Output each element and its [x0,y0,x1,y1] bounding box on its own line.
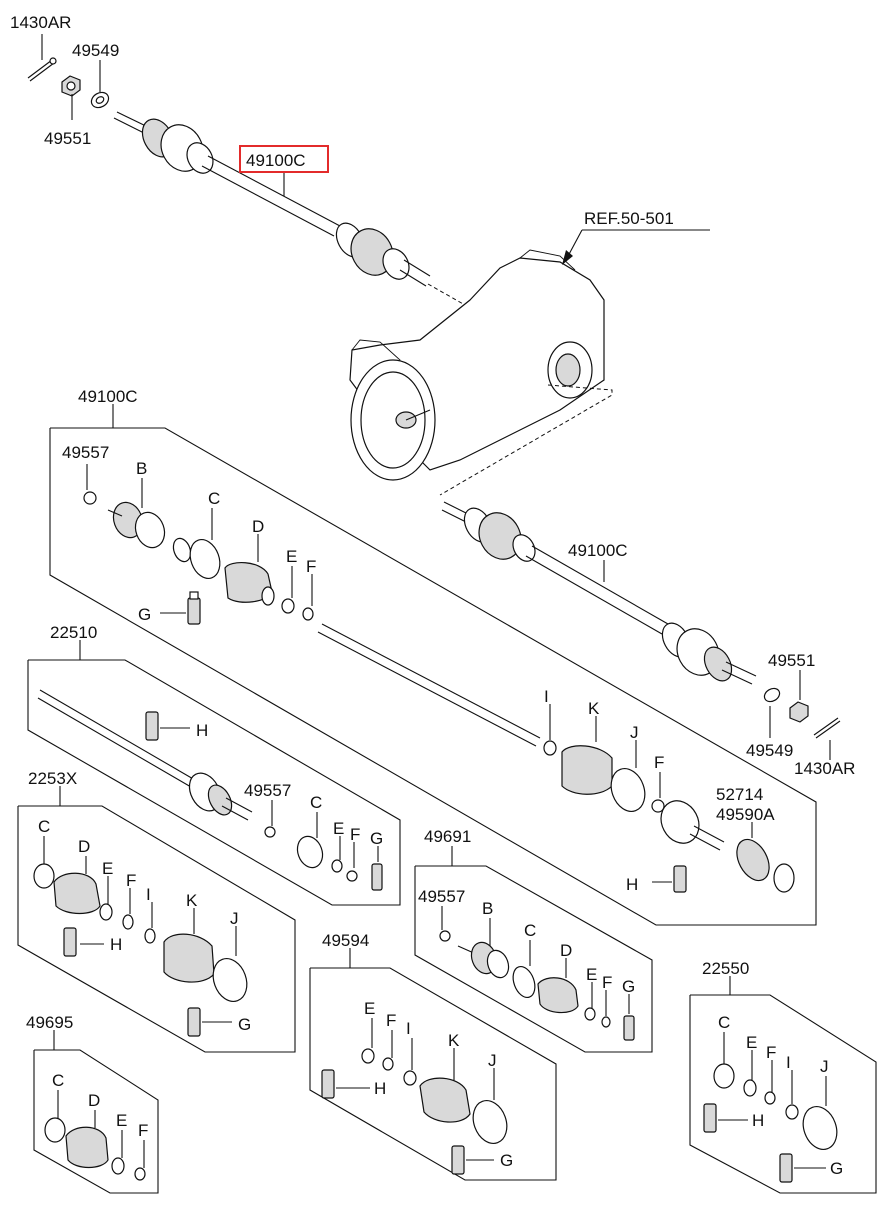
washer-top [90,91,110,109]
label-2253x: 2253X [28,769,77,788]
label-c-box7: C [52,1071,64,1090]
label-k-box1: K [588,699,600,718]
label-j-box5: J [488,1051,497,1070]
label-49551-right: 49551 [768,651,815,670]
label-f2-box1: F [654,753,664,772]
label-c-box1: C [208,489,220,508]
label-e-box1: E [286,547,297,566]
label-c-box4: C [524,921,536,940]
label-1430ar-right: 1430AR [794,759,855,778]
label-f-box7: F [138,1121,148,1140]
hub-nut-top [61,75,81,97]
label-49100c-right: 49100C [568,541,628,560]
kit-box-49691 [414,846,653,1053]
label-f-box1: F [306,557,316,576]
label-d-box4: D [560,941,572,960]
label-c-box3: C [38,817,50,836]
label-h-box1: H [626,875,638,894]
label-b-box1: B [136,459,147,478]
label-i-box5: I [406,1019,411,1038]
label-49557-box2: 49557 [244,781,291,800]
kit-box-49695 [33,1030,159,1194]
label-h-box3: H [110,935,122,954]
label-g-box5: G [500,1151,513,1170]
label-e-box6: E [746,1033,757,1052]
label-f-box2: F [350,825,360,844]
inner-cv-joint-top [335,222,410,280]
label-g-box2: G [370,829,383,848]
label-g-box3: G [238,1015,251,1034]
label-e-box7: E [116,1111,127,1130]
label-49549-top: 49549 [72,41,119,60]
label-e-box4: E [586,965,597,984]
label-49100c-highlighted: 49100C [246,151,306,170]
label-f-box5: F [386,1011,396,1030]
label-i-box6: I [786,1053,791,1072]
label-1430ar-top: 1430AR [10,13,71,32]
highlight-box [239,145,329,173]
label-49557-box4: 49557 [418,887,465,906]
label-49551-top: 49551 [44,129,91,148]
label-49557-box1: 49557 [62,443,109,462]
label-e-box2: E [333,819,344,838]
label-h-box2: H [196,721,208,740]
main-shaft-top [201,155,341,237]
callout-labels: 1430AR 49549 49551 49100C REF.50-501 491… [10,13,855,1178]
label-c-box6: C [718,1013,730,1032]
label-22550: 22550 [702,959,749,978]
label-49100c-box1: 49100C [78,387,138,406]
label-d-box7: D [88,1091,100,1110]
label-49549-right: 49549 [746,741,793,760]
label-f-box6: F [766,1043,776,1062]
leaders-top [41,34,831,760]
outer-cv-joint-top [141,118,214,174]
label-j-box6: J [820,1057,829,1076]
label-f-box4: F [602,973,612,992]
differential-housing [349,249,613,496]
kit-box-22510 [27,640,401,906]
label-e-box3: E [102,859,113,878]
kit-box-2253X [17,786,296,1053]
kit-box-22550 [689,976,877,1194]
label-49590a: 49590A [716,805,775,824]
top-drive-shaft-assembly [27,57,466,306]
label-g-box1: G [138,605,151,624]
label-d-box1: D [252,517,264,536]
ref-pointer [562,229,710,265]
label-49691: 49691 [424,827,471,846]
label-g-box4: G [622,977,635,996]
label-f-box3: F [126,871,136,890]
label-g-box6: G [830,1159,843,1178]
label-22510: 22510 [50,623,97,642]
label-ref: REF.50-501 [584,209,674,228]
cotter-pin-top [27,57,57,82]
label-49594: 49594 [322,931,369,950]
kit-box-49594 [309,948,557,1181]
label-e-box5: E [364,999,375,1018]
right-drive-shaft-assembly [441,501,841,739]
label-j-box1: J [630,723,639,742]
label-j-box3: J [230,909,239,928]
label-k-box3: K [186,891,198,910]
label-c-box2: C [310,793,322,812]
label-d-box3: D [78,837,90,856]
label-h-box6: H [752,1111,764,1130]
label-49695: 49695 [26,1013,73,1032]
kit-box-49100C [49,404,817,926]
label-i-box1: I [544,687,549,706]
label-52714: 52714 [716,785,763,804]
label-k-box5: K [448,1031,460,1050]
label-b-box4: B [482,899,493,918]
label-h-box5: H [374,1079,386,1098]
label-i-box3: I [146,885,151,904]
